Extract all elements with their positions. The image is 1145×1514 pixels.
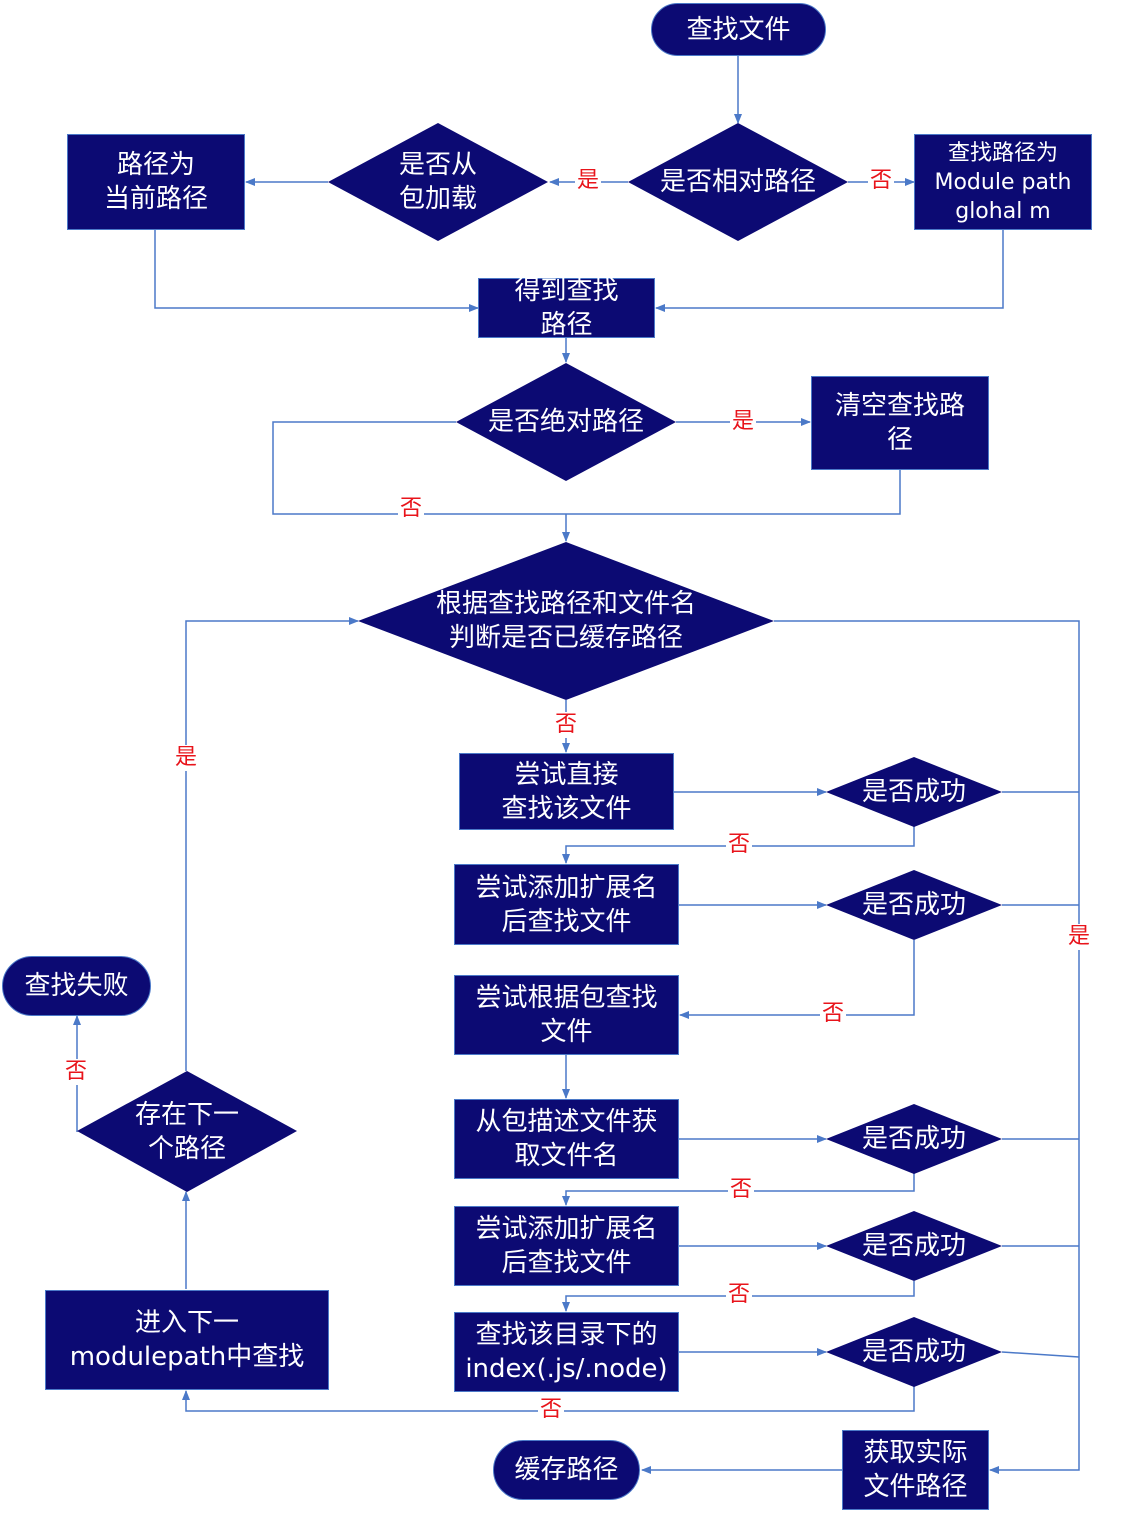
- label-hasnext-no: 否: [63, 1059, 90, 1085]
- label-relative-yes: 是: [575, 168, 602, 194]
- label-next-yes: 是: [173, 745, 200, 771]
- find-file-terminal: 查找文件: [651, 3, 826, 56]
- load-from-pkg-text: 是否从 包加载: [398, 150, 477, 214]
- ok4-text: 是否成功: [861, 1231, 966, 1261]
- label-cache-no: 否: [553, 712, 580, 738]
- get-real-path-box: 获取实际 文件路径: [842, 1430, 989, 1510]
- ok1-text: 是否成功: [861, 777, 966, 807]
- edge-clear-merge: [566, 470, 901, 515]
- ok2-diamond: 是否成功: [826, 870, 1002, 940]
- has-next-diamond: 存在下一 个路径: [77, 1071, 297, 1192]
- ok2-text: 是否成功: [861, 890, 966, 920]
- edge-ok2-no: [679, 940, 915, 1019]
- label-ok5-no: 否: [538, 1397, 565, 1423]
- is-relative-text: 是否相对路径: [659, 167, 816, 197]
- label-relative-no: 否: [868, 168, 895, 194]
- try-pkg-box: 尝试根据包查找 文件: [454, 975, 679, 1055]
- check-cache-diamond: 根据查找路径和文件名 判断是否已缓存路径: [358, 542, 774, 700]
- label-ok2-no: 否: [820, 1001, 847, 1027]
- next-module-box: 进入下一 modulepath中查找: [45, 1290, 329, 1390]
- try-direct-box: 尝试直接 查找该文件: [459, 753, 674, 830]
- label-ok3-no: 否: [728, 1177, 755, 1203]
- find-index-box: 查找该目录下的 index(.js/.node): [454, 1312, 679, 1392]
- try-ext1-box: 尝试添加扩展名 后查找文件: [454, 864, 679, 945]
- label-ok4-no: 否: [726, 1282, 753, 1308]
- try-ext2-box: 尝试添加扩展名 后查找文件: [454, 1206, 679, 1286]
- get-path-box: 得到查找 路径: [478, 276, 655, 340]
- check-cache-text: 根据查找路径和文件名 判断是否已缓存路径: [435, 589, 696, 653]
- edge-module-to-get: [655, 230, 1004, 312]
- path-current-box: 路径为 当前路径: [67, 134, 245, 230]
- load-from-pkg-diamond: 是否从 包加载: [328, 123, 548, 241]
- is-absolute-text: 是否绝对路径: [487, 407, 644, 437]
- find-fail-terminal: 查找失败: [2, 956, 151, 1016]
- cache-path-terminal: 缓存路径: [493, 1440, 640, 1500]
- ok5-diamond: 是否成功: [826, 1317, 1002, 1387]
- module-path-box: 查找路径为 Module path glohal m: [914, 134, 1092, 230]
- pkg-desc-box: 从包描述文件获 取文件名: [454, 1099, 679, 1179]
- ok1-diamond: 是否成功: [826, 757, 1002, 827]
- is-relative-diamond: 是否相对路径: [628, 123, 848, 241]
- ok3-diamond: 是否成功: [826, 1104, 1002, 1174]
- edge-ok5-yes: [1001, 1351, 1080, 1358]
- edge-hasnext-yes: [185, 617, 359, 1071]
- is-absolute-diamond: 是否绝对路径: [456, 363, 676, 481]
- label-success-yes: 是: [1066, 924, 1093, 950]
- edge-current-to-get: [154, 230, 479, 312]
- ok3-text: 是否成功: [861, 1124, 966, 1154]
- label-ok1-no: 否: [726, 832, 753, 858]
- edge-cache-yes: [774, 620, 1080, 1474]
- label-absolute-yes: 是: [730, 409, 757, 435]
- ok5-text: 是否成功: [861, 1337, 966, 1367]
- clear-path-box: 清空查找路 径: [811, 376, 989, 470]
- has-next-text: 存在下一 个路径: [134, 1099, 239, 1164]
- ok4-diamond: 是否成功: [826, 1211, 1002, 1281]
- label-absolute-no: 否: [398, 496, 425, 522]
